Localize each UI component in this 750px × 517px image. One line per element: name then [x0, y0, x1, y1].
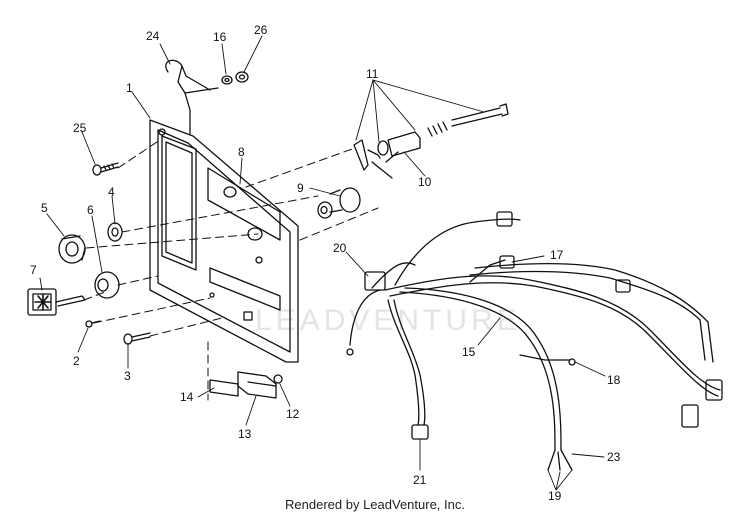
connector-20 [364, 271, 386, 291]
callout-17: 17 [550, 248, 564, 262]
callout-6: 6 [87, 203, 94, 217]
callout-12: 12 [286, 407, 300, 421]
callout-16: 16 [213, 30, 227, 44]
leader-lines [39, 35, 606, 491]
projection-lines [83, 139, 379, 401]
connector-21 [411, 424, 429, 440]
ignition-switch [317, 187, 361, 219]
wire-harness [349, 218, 721, 471]
hex-nut [273, 374, 283, 384]
callout-4: 4 [108, 185, 115, 199]
callout-7: 7 [30, 263, 37, 277]
key-logo [34, 293, 52, 311]
nut [235, 71, 249, 83]
callout-13: 13 [238, 427, 252, 441]
washer [221, 75, 233, 85]
callout-labels: 1 2 3 4 5 6 7 8 9 10 11 12 13 14 15 16 1… [30, 23, 621, 503]
resistor-bracket [237, 371, 277, 399]
watermark: LEADVENTURE [255, 304, 521, 337]
mounting-plate [209, 379, 239, 397]
callout-15: 15 [462, 345, 476, 359]
screw [92, 162, 119, 176]
callout-8: 8 [238, 145, 245, 159]
callout-24: 24 [146, 29, 160, 43]
callout-3: 3 [124, 369, 131, 383]
connector-top [496, 211, 513, 227]
footer-credit: Rendered by LeadVenture, Inc. [285, 497, 465, 512]
dash-panel [149, 119, 299, 363]
connector-lower-right [681, 404, 699, 428]
callout-21: 21 [413, 473, 427, 487]
connector-right [615, 279, 631, 293]
callout-23: 23 [607, 450, 621, 464]
connector-end [705, 379, 723, 401]
callout-9: 9 [297, 181, 304, 195]
callout-20: 20 [333, 241, 347, 255]
callout-18: 18 [607, 373, 621, 387]
terminal-left [346, 348, 354, 356]
choke-assembly [353, 103, 509, 179]
terminal-18 [568, 358, 576, 366]
callout-26: 26 [254, 23, 268, 37]
callout-1: 1 [126, 81, 133, 95]
callout-14: 14 [180, 390, 194, 404]
callout-5: 5 [41, 201, 48, 215]
clip-spring [165, 59, 219, 136]
callout-25: 25 [73, 121, 87, 135]
callout-19: 19 [548, 489, 562, 503]
large-nut [58, 234, 86, 264]
callout-10: 10 [418, 175, 432, 189]
callout-11: 11 [366, 67, 379, 81]
callout-2: 2 [73, 354, 80, 368]
lock-washer [107, 222, 123, 242]
small-screw [85, 320, 101, 328]
panel-screw [123, 332, 151, 345]
